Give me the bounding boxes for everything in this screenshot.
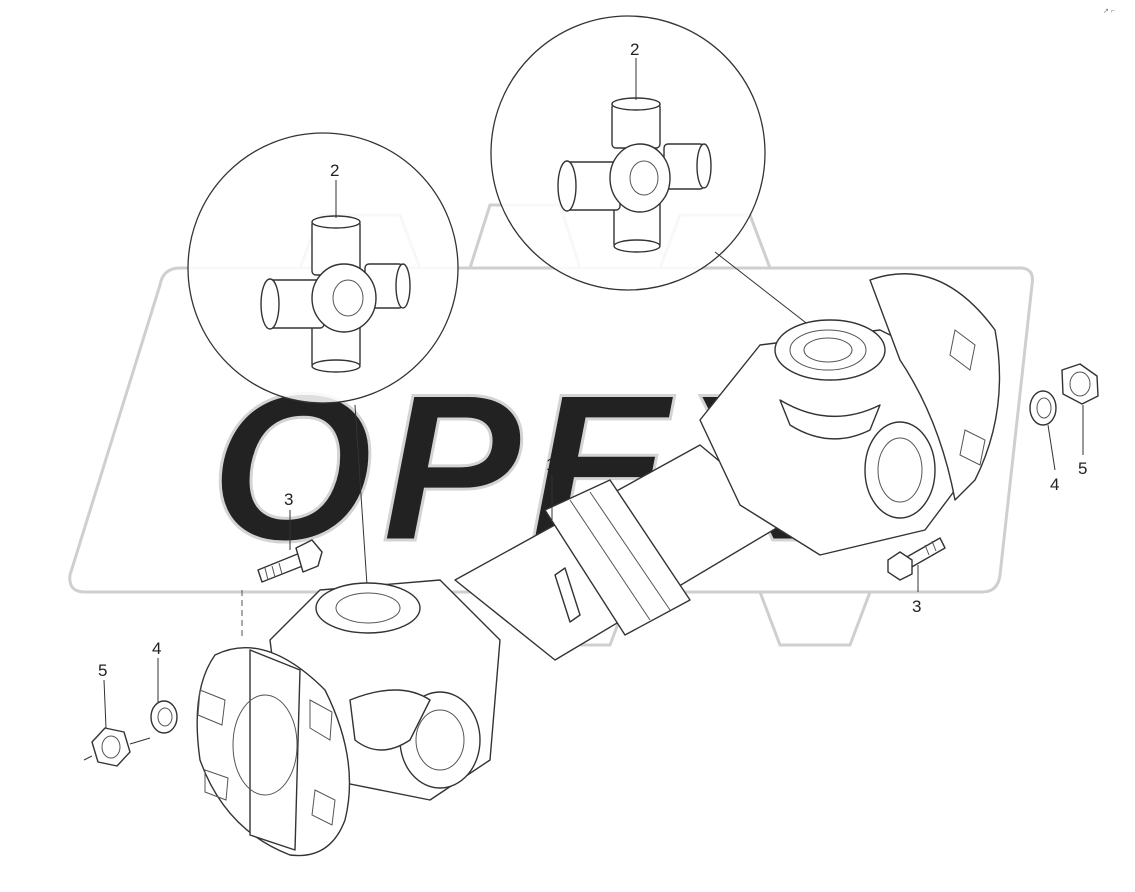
shaft-balance-plate [554, 567, 581, 623]
callout-5-right: 5 [1078, 459, 1087, 478]
callout-3-left: 3 [284, 490, 293, 509]
corner-mark: ↗ ⌐ [1103, 8, 1115, 15]
callout-4-left: 4 [152, 639, 161, 658]
universal-joint-cross-lower [260, 215, 411, 373]
detail-circle-lower [187, 132, 459, 404]
washer-left [150, 700, 178, 734]
callout-4-right: 4 [1050, 475, 1059, 494]
leader-5-left [103, 679, 107, 729]
watermark-gear-outline [68, 266, 1034, 594]
drive-shaft-assembly [196, 273, 1001, 857]
bolt-left [241, 539, 323, 640]
callout-2-upper: 2 [630, 40, 639, 59]
leader-detail-lower [354, 404, 369, 601]
shaft-sleeve [544, 479, 691, 636]
nut-right [1061, 363, 1099, 405]
callout-2-lower: 2 [330, 161, 339, 180]
detail-circle-upper [490, 15, 766, 291]
callout-3-right: 3 [912, 597, 921, 616]
leader-4-right [1047, 424, 1056, 471]
universal-joint-cross-upper [557, 97, 712, 253]
nut-left [83, 727, 151, 767]
washer-right [1029, 390, 1057, 426]
callout-5-left: 5 [98, 661, 107, 680]
bolt-right [887, 537, 946, 581]
right-flange [869, 273, 1001, 501]
callout-1-shaft: 1 [546, 455, 555, 474]
left-flange [196, 647, 351, 857]
